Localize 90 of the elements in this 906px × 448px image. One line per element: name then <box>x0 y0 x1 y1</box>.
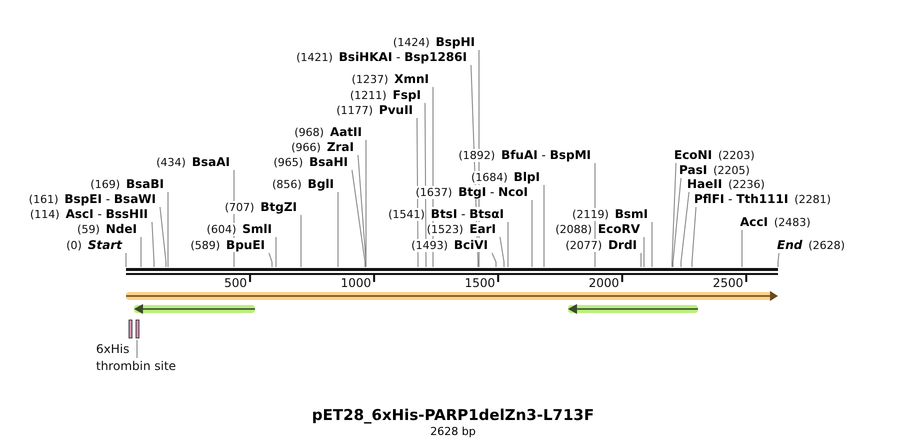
site-position: (604) <box>206 222 236 236</box>
site-position: (2203) <box>718 148 755 162</box>
leader-line <box>160 206 166 268</box>
site-position: (434) <box>156 156 186 168</box>
site-position: (0) <box>66 238 82 252</box>
leader-line <box>136 340 138 358</box>
leader-line <box>140 236 142 268</box>
site-position: (2088) <box>555 222 592 236</box>
enzyme-name: PasI <box>679 163 708 177</box>
enzyme-name: ZraI <box>326 140 354 154</box>
feature-label: thrombin site <box>96 359 176 373</box>
enzyme-name: EcoRV <box>598 222 640 236</box>
scale-label: 1000 <box>340 277 372 290</box>
map-caption: 2628 bp <box>429 425 477 438</box>
enzyme-name: BsaBI <box>126 177 164 191</box>
site-position: (1892) <box>458 148 496 162</box>
enzyme-name: EcoNI <box>674 148 712 162</box>
site-position: (2119) <box>572 208 609 220</box>
site-position: (2628) <box>808 238 845 252</box>
enzyme-name: PflFI - Tth111I <box>694 192 788 206</box>
enzyme-name: EarI <box>469 222 496 236</box>
leader-line <box>300 214 302 268</box>
site-position: (59) <box>77 222 100 236</box>
site-position: (1211) <box>350 88 387 102</box>
enzyme-name: FspI <box>392 88 421 102</box>
scale-label: 1500 <box>464 277 496 290</box>
map-title: pET28_6xHis-PARP1delZn3-L713F <box>310 406 596 424</box>
enzyme-name: BlpI <box>514 170 540 184</box>
enzyme-name: AccI <box>740 215 768 229</box>
site-position: (2236) <box>728 178 765 190</box>
enzyme-name: BsaAI <box>192 155 230 169</box>
site-position: (856) <box>272 178 302 190</box>
leader-line <box>152 222 154 268</box>
site-position: (161) <box>28 192 58 206</box>
sequence-end-label: Start <box>88 238 122 252</box>
site-position: (1523) <box>426 222 464 236</box>
site-position: (1237) <box>352 72 388 86</box>
enzyme-name: BtsI - BtsαI <box>430 207 504 221</box>
enzyme-name: BciVI <box>454 238 488 252</box>
site-position: (1684) <box>471 170 508 184</box>
site-position: (707) <box>224 200 254 214</box>
enzyme-name: BtgZI <box>260 200 297 214</box>
sequence-end-label: End <box>777 238 802 252</box>
enzyme-name: AatII <box>330 125 362 139</box>
scale-label: 500 <box>224 277 248 290</box>
site-position: (968) <box>294 126 324 138</box>
leader-line <box>680 192 690 268</box>
scale-label: 2000 <box>588 277 620 290</box>
enzyme-name: HaeII <box>687 177 722 191</box>
site-position: (589) <box>190 238 220 252</box>
site-position: (1177) <box>336 104 373 116</box>
site-position: (114) <box>30 208 60 220</box>
site-position: (2281) <box>794 192 831 206</box>
site-position: (1541) <box>388 208 425 220</box>
enzyme-name: BspHI <box>436 35 475 49</box>
enzyme-name: BtgI - NcoI <box>458 185 528 199</box>
leader-line <box>352 170 366 268</box>
leader-line <box>492 252 496 268</box>
enzyme-name: BpuEI <box>226 238 265 252</box>
site-position: (2205) <box>713 164 750 176</box>
leader-line <box>672 162 676 268</box>
site-position: (1424) <box>393 36 430 48</box>
leader-line <box>778 252 780 268</box>
leader-line <box>500 236 504 268</box>
site-position: (1421) <box>296 50 333 64</box>
site-position: (2077) <box>565 238 602 252</box>
feature-label: 6xHis <box>96 342 130 356</box>
scale-label: 2500 <box>712 277 744 290</box>
enzyme-name: NdeI <box>106 222 137 236</box>
enzyme-name: PvuII <box>378 103 413 117</box>
enzyme-name: BglI <box>308 177 334 191</box>
site-position: (965) <box>274 156 304 168</box>
leader-line <box>268 252 272 268</box>
leader-line <box>692 206 696 268</box>
leader-line <box>640 252 642 268</box>
enzyme-name: BfuAI - BspMI <box>501 148 591 162</box>
enzyme-name: BspEI - BsaWI <box>64 192 156 206</box>
enzyme-name: SmlI <box>242 222 272 236</box>
enzyme-name: DrdI <box>608 238 637 252</box>
site-position: (966) <box>291 140 321 154</box>
enzyme-name: AscI - BssHII <box>66 207 148 221</box>
enzyme-name: XmnI <box>394 72 429 86</box>
site-position: (1637) <box>416 186 452 198</box>
enzyme-name: BsaHI <box>309 155 348 169</box>
enzyme-name: BsiHKAI - Bsp1286I <box>338 50 467 64</box>
site-position: (2483) <box>774 216 811 228</box>
site-position: (1493) <box>411 238 448 252</box>
enzyme-name: BsmI <box>614 207 648 221</box>
leader-line <box>672 178 682 268</box>
site-position: (169) <box>90 178 120 190</box>
